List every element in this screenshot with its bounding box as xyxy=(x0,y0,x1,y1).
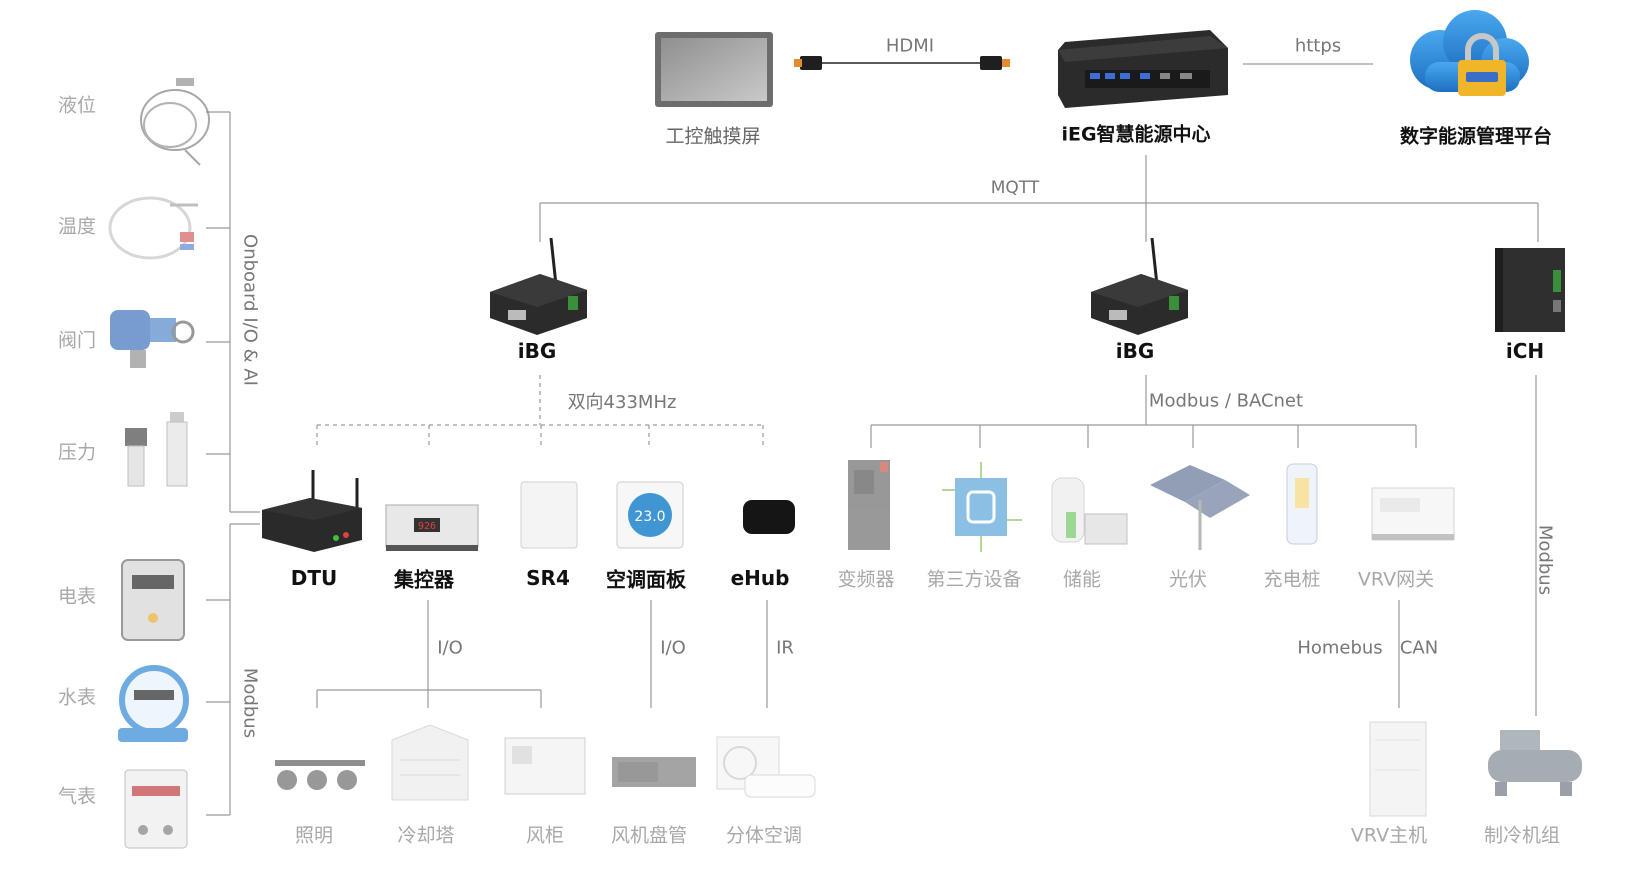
svg-text:23.0: 23.0 xyxy=(634,509,665,525)
lighting-icon xyxy=(275,760,365,790)
io-label-1: I/O xyxy=(437,637,463,659)
cloud-lock-icon xyxy=(1410,10,1529,96)
ich-bus-label: Modbus xyxy=(1534,524,1556,596)
terminal-label-split-ac: 分体空调 xyxy=(725,824,803,847)
ibg-left-icon xyxy=(490,237,587,335)
meter-label-electric: 电表 xyxy=(57,585,97,608)
device-label-solar: 光伏 xyxy=(1168,568,1208,591)
touchscreen-icon xyxy=(655,32,773,107)
sensor-label-valve: 阀门 xyxy=(57,329,97,352)
electric-meter-icon xyxy=(121,559,185,641)
sensor-label-level: 液位 xyxy=(57,94,97,117)
device-label-ac-panel: 空调面板 xyxy=(606,567,686,592)
ehub-icon xyxy=(743,500,795,534)
terminal-label-lighting: 照明 xyxy=(294,824,334,847)
dtu-router-icon xyxy=(262,470,362,552)
ac-panel-icon: 23.0 xyxy=(616,481,684,549)
hdmi-label: HDMI xyxy=(885,35,935,57)
ibg-left-label: iBG xyxy=(517,339,557,363)
terminal-label-fan-coil: 风机盘管 xyxy=(610,824,688,847)
ieg-label: iEG智慧能源中心 xyxy=(1061,123,1211,146)
touchscreen-label: 工控触摸屏 xyxy=(665,125,761,148)
chiller-icon xyxy=(1488,730,1582,796)
fan-coil-icon xyxy=(612,757,696,787)
ich-icon xyxy=(1495,248,1565,332)
device-label-sr4: SR4 xyxy=(526,566,570,590)
gas-meter-icon xyxy=(124,769,188,849)
sr4-icon xyxy=(520,481,578,549)
can-label: CAN xyxy=(1399,637,1439,659)
ibg-mid-label: iBG xyxy=(1115,339,1155,363)
charging-pile-icon xyxy=(1286,463,1318,545)
level-sensor-icon xyxy=(140,78,210,166)
sensor-label-pressure: 压力 xyxy=(57,441,97,464)
split-ac-icon xyxy=(716,736,816,798)
wireless-dashed-lines xyxy=(316,375,764,448)
svg-text:926: 926 xyxy=(418,521,436,532)
wired-label: Modbus / BACnet xyxy=(1148,390,1304,412)
sensor-bus-label: Onboard I/O & AI xyxy=(239,234,261,386)
terminal-label-cooling-tower: 冷却塔 xyxy=(397,824,455,847)
device-label-third-party: 第三方设备 xyxy=(926,568,1022,591)
device-label-charger: 充电桩 xyxy=(1263,568,1321,591)
wireless-label: 双向433MHz xyxy=(567,392,677,413)
homebus-label: Homebus xyxy=(1297,637,1383,659)
meter-label-gas: 气表 xyxy=(57,785,97,808)
terminal-label-chiller: 制冷机组 xyxy=(1483,824,1561,847)
sensor-label-temperature: 温度 xyxy=(57,215,97,238)
device-label-ehub: eHub xyxy=(730,566,790,590)
vfd-icon xyxy=(848,460,890,550)
temperature-sensor-icon xyxy=(108,196,198,260)
air-handling-unit-icon xyxy=(504,737,586,795)
terminal-label-ahu: 风柜 xyxy=(525,824,565,847)
device-label-storage: 储能 xyxy=(1062,568,1102,591)
meter-label-water: 水表 xyxy=(57,686,97,709)
ich-label: iCH xyxy=(1505,339,1545,363)
third-party-device-icon xyxy=(942,462,1022,552)
mqtt-label: MQTT xyxy=(990,178,1040,198)
ieg-hub-icon xyxy=(1058,30,1228,108)
terminal-label-vrv-unit: VRV主机 xyxy=(1350,824,1428,847)
meter-bus-label: Modbus xyxy=(239,667,261,739)
cooling-tower-icon xyxy=(391,724,469,801)
hdmi-cable-icon xyxy=(794,56,1010,70)
device-label-dtu: DTU xyxy=(290,566,338,590)
ir-label: IR xyxy=(776,637,794,659)
device-label-collector: 集控器 xyxy=(394,567,454,592)
water-meter-icon xyxy=(118,665,189,742)
pressure-sensor-icon xyxy=(125,412,188,487)
valve-icon xyxy=(110,310,195,368)
vrv-gateway-icon xyxy=(1371,487,1455,541)
vrv-unit-icon xyxy=(1369,721,1427,817)
collector-icon: 926 xyxy=(385,504,479,551)
https-label: https xyxy=(1294,35,1342,57)
energy-storage-icon xyxy=(1051,477,1128,545)
solar-panel-icon xyxy=(1150,465,1250,550)
connector-lines xyxy=(206,62,1539,816)
platform-label: 数字能源管理平台 xyxy=(1399,125,1553,148)
ibg-mid-icon xyxy=(1091,237,1188,335)
device-label-vrv-gateway: VRV网关 xyxy=(1357,568,1435,591)
device-label-vfd: 变频器 xyxy=(837,568,895,591)
io-label-2: I/O xyxy=(660,637,686,659)
